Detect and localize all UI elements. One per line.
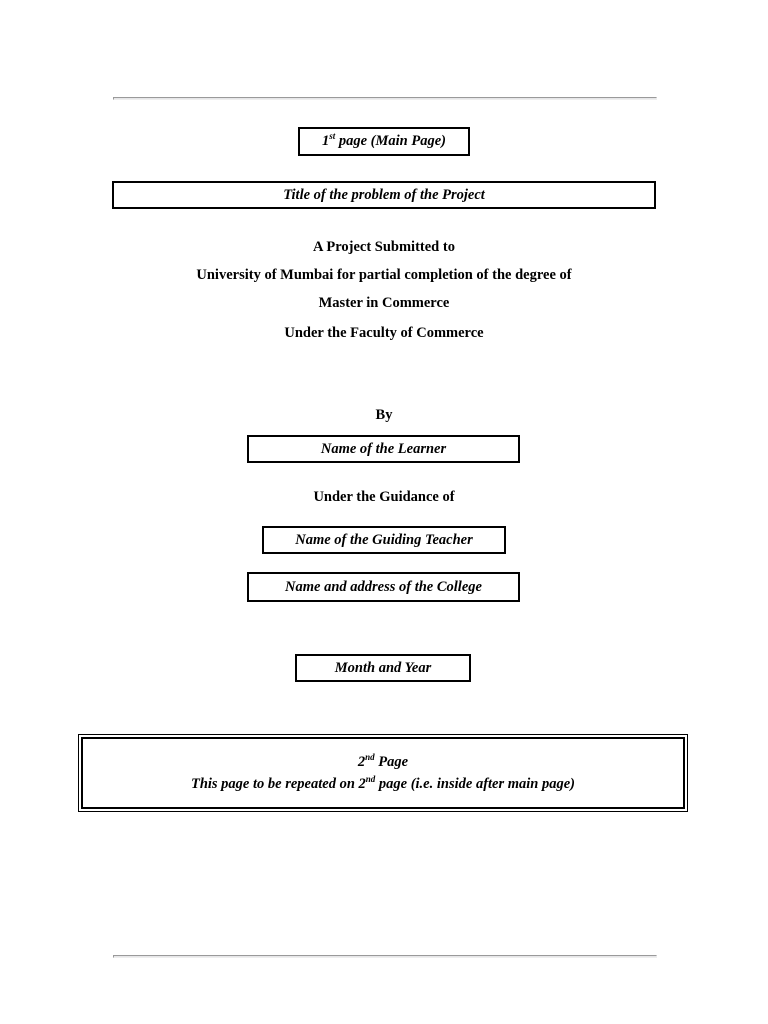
second-page-note-box: 2nd Page This page to be repeated on 2nd… bbox=[78, 734, 688, 812]
second-page-instruction: This page to be repeated on 2nd page (i.… bbox=[185, 773, 581, 793]
footer-rule bbox=[113, 955, 657, 958]
guiding-teacher-box: Name of the Guiding Teacher bbox=[262, 526, 506, 554]
second-page-instruction-end: page (i.e. inside after main page) bbox=[375, 775, 576, 792]
college-name-text: Name and address of the College bbox=[285, 578, 482, 595]
submitted-to-line: A Project Submitted to bbox=[313, 239, 455, 255]
second-page-instruction-ordinal: nd bbox=[365, 773, 376, 784]
second-page-heading-rest: Page bbox=[374, 753, 409, 770]
first-page-label-box: 1st page (Main Page) bbox=[298, 127, 470, 156]
second-page-heading: 2nd Page bbox=[352, 752, 414, 771]
by-label: By bbox=[375, 407, 393, 423]
faculty-line: Under the Faculty of Commerce bbox=[284, 325, 484, 341]
header-rule bbox=[113, 97, 657, 100]
project-title-box: Title of the problem of the Project bbox=[112, 181, 656, 209]
college-name-box: Name and address of the College bbox=[247, 572, 520, 602]
first-page-ordinal-suffix: st bbox=[329, 131, 336, 142]
learner-name-text: Name of the Learner bbox=[320, 440, 447, 457]
first-page-label-text: 1st page (Main Page) bbox=[322, 131, 446, 150]
second-page-ordinal-number: 2 bbox=[357, 753, 366, 770]
first-page-ordinal-number: 1 bbox=[322, 133, 330, 150]
degree-line: Master in Commerce bbox=[318, 295, 450, 311]
guiding-teacher-text: Name of the Guiding Teacher bbox=[295, 531, 473, 548]
month-year-text: Month and Year bbox=[334, 659, 432, 676]
university-line: University of Mumbai for partial complet… bbox=[196, 267, 572, 283]
guidance-label: Under the Guidance of bbox=[313, 489, 455, 505]
learner-name-box: Name of the Learner bbox=[247, 435, 520, 463]
second-page-instruction-start: This page to be repeated on 2 bbox=[190, 775, 366, 792]
project-title-text: Title of the problem of the Project bbox=[283, 186, 485, 203]
second-page-ordinal-suffix: nd bbox=[365, 752, 375, 762]
first-page-label-rest: page (Main Page) bbox=[335, 133, 446, 150]
month-year-box: Month and Year bbox=[295, 654, 471, 682]
